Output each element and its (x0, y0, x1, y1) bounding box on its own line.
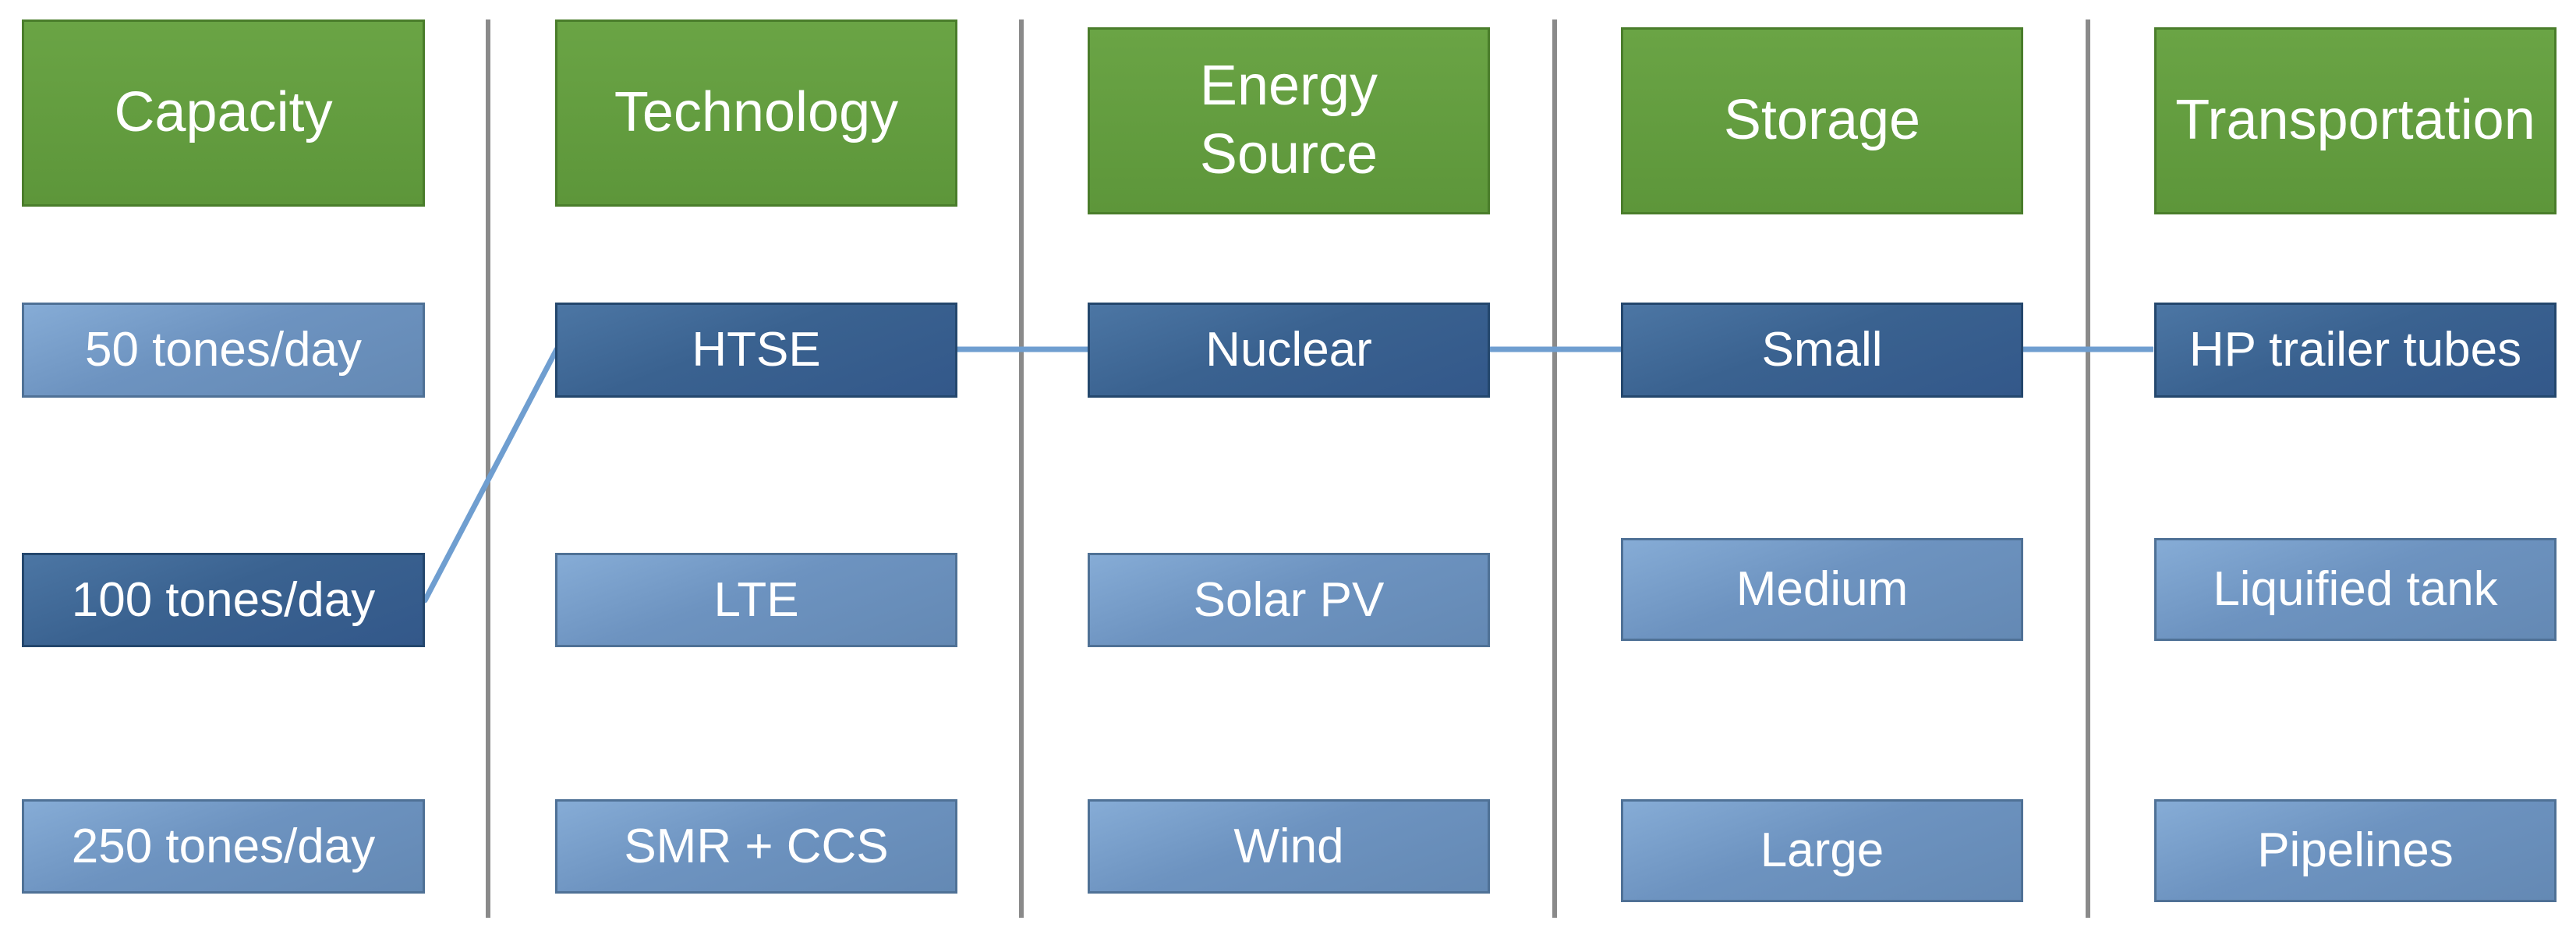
header-transportation-label: Transportation (2175, 89, 2535, 152)
option-storage-large[interactable]: Large (1621, 799, 2023, 902)
option-label: LTE (713, 572, 799, 627)
option-label: Nuclear (1205, 323, 1372, 377)
header-storage: Storage (1621, 27, 2023, 214)
header-energy-source-line-1: Energy (1199, 55, 1378, 118)
option-label: Small (1761, 323, 1883, 377)
option-label: Wind (1233, 819, 1344, 873)
header-energy-source-line-2: Source (1199, 123, 1378, 186)
option-energy-solar-pv[interactable]: Solar PV (1088, 553, 1490, 647)
header-technology: Technology (555, 19, 957, 207)
option-label: 250 tones/day (71, 819, 376, 873)
header-capacity-label: Capacity (114, 81, 333, 144)
header-storage-label: Storage (1723, 89, 1921, 152)
option-transport-hp-trailer-tubes[interactable]: HP trailer tubes (2154, 303, 2557, 398)
option-storage-small[interactable]: Small (1621, 303, 2023, 398)
header-transportation: Transportation (2154, 27, 2557, 214)
option-capacity-250[interactable]: 250 tones/day (22, 799, 425, 894)
option-label: Large (1760, 823, 1884, 878)
header-energy-source: Energy Source (1088, 27, 1490, 214)
option-label: 50 tones/day (84, 323, 363, 377)
column-divider (1552, 19, 1557, 918)
option-transport-pipelines[interactable]: Pipelines (2154, 799, 2557, 902)
option-capacity-50[interactable]: 50 tones/day (22, 303, 425, 398)
column-divider (486, 19, 490, 918)
option-label: SMR + CCS (624, 819, 889, 873)
option-energy-wind[interactable]: Wind (1088, 799, 1490, 894)
column-divider (2086, 19, 2090, 918)
option-label: HP trailer tubes (2189, 323, 2522, 377)
option-storage-medium[interactable]: Medium (1621, 538, 2023, 641)
option-technology-htse[interactable]: HTSE (555, 303, 957, 398)
option-capacity-100[interactable]: 100 tones/day (22, 553, 425, 647)
option-label: Liquified tank (2213, 562, 2498, 617)
option-technology-lte[interactable]: LTE (555, 553, 957, 647)
option-energy-nuclear[interactable]: Nuclear (1088, 303, 1490, 398)
option-label: Solar PV (1193, 572, 1385, 627)
option-label: 100 tones/day (71, 572, 376, 627)
column-divider (1019, 19, 1024, 918)
option-label: HTSE (692, 323, 821, 377)
header-technology-label: Technology (614, 81, 899, 144)
option-technology-smr-ccs[interactable]: SMR + CCS (555, 799, 957, 894)
option-label: Pipelines (2257, 823, 2454, 878)
option-label: Medium (1736, 562, 1909, 617)
option-transport-liquified-tank[interactable]: Liquified tank (2154, 538, 2557, 641)
link-capacity-technology (422, 346, 560, 604)
header-capacity: Capacity (22, 19, 425, 207)
